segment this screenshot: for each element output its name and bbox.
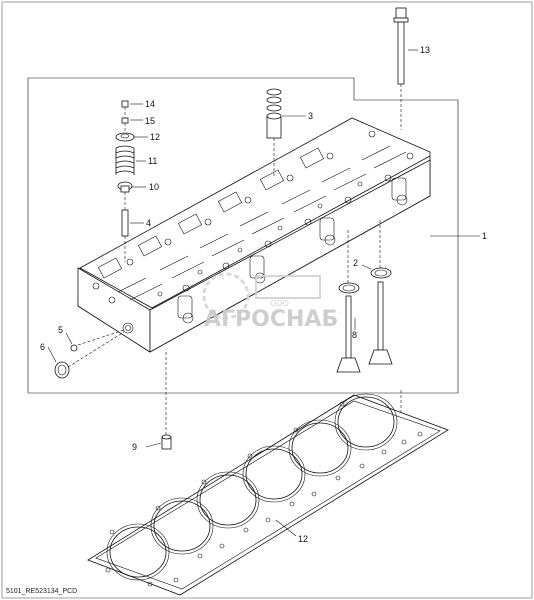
seal-2-left [338, 282, 360, 294]
callout-14: 12 [298, 534, 308, 544]
cylinder-head [77, 117, 431, 353]
callout-4: 4 [146, 218, 151, 228]
callout-12-top: 14 [145, 99, 155, 109]
seal-6 [54, 361, 70, 379]
valves-8 [336, 220, 393, 373]
callout-9: 10 [149, 182, 159, 192]
head-gasket-14 [87, 393, 449, 596]
callout-1: 1 [482, 231, 487, 241]
plug-12-lower [121, 117, 129, 124]
callout-15: 13 [420, 45, 430, 55]
leader-lines [47, 49, 480, 537]
callout-3: 3 [308, 111, 313, 121]
callout-2: 2 [353, 258, 358, 268]
seal-2-right [370, 267, 392, 279]
callout-11: 12 [150, 132, 160, 142]
footer-code: 5101_RE523134_PCD [6, 588, 77, 595]
callout-10: 11 [148, 156, 157, 166]
callout-13: 9 [132, 442, 137, 452]
assembly-outline [27, 77, 459, 394]
watermark-brand-text: АГРОСНАБ [204, 307, 338, 332]
callout-6: 6 [40, 342, 45, 352]
watermark: ООО АГРОСНАБ [202, 272, 338, 332]
plug-12-top [121, 100, 129, 108]
guide-4 [121, 209, 129, 237]
callout-12-lower: 15 [145, 116, 155, 126]
plug-5 [70, 344, 78, 352]
spring-10 [115, 145, 135, 175]
callout-8: 8 [352, 330, 357, 340]
callout-5: 5 [58, 325, 63, 335]
watermark-small-text: ООО [270, 299, 289, 308]
sleeve-kit-3 [266, 88, 282, 176]
